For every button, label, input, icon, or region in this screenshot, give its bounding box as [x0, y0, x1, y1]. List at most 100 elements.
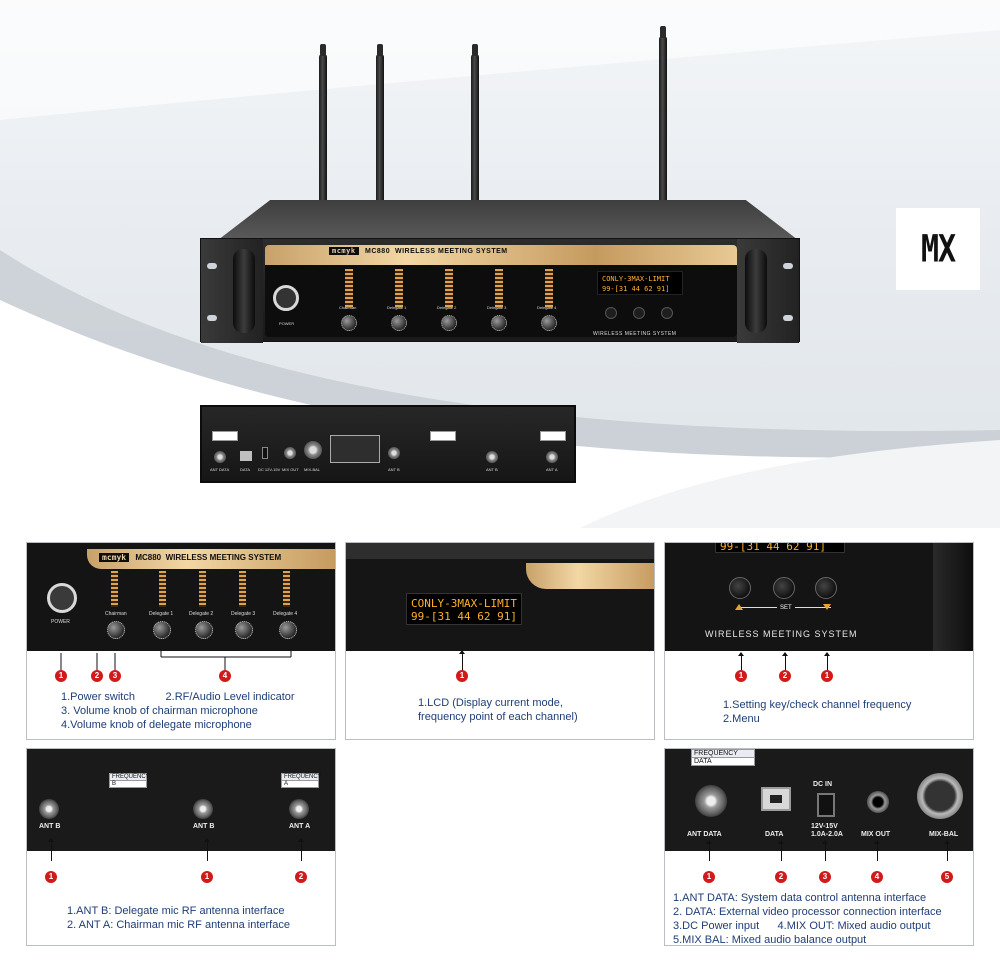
frequency-tag-b: FREQUENCY B: [109, 773, 150, 788]
pointer-line: [874, 840, 880, 861]
handle-right: [745, 249, 767, 333]
volume-knob-delegate-3[interactable]: [491, 315, 507, 331]
marker-1: 1: [703, 871, 715, 883]
caption-line: 3.DC Power input 4.MIX OUT: Mixed audio …: [673, 920, 931, 932]
mix-out-jack: [867, 791, 889, 813]
rear-label: ANT B: [486, 467, 498, 472]
volume-knob-delegate-3[interactable]: [235, 621, 253, 639]
brand-badge: MX: [896, 208, 980, 290]
menu-key[interactable]: [773, 577, 795, 599]
rear-label: DATA: [240, 467, 251, 472]
volume-knob-delegate-2[interactable]: [195, 621, 213, 639]
volume-knob-delegate-2[interactable]: [441, 315, 457, 331]
ant-label: ANT A: [289, 823, 311, 830]
marker-2: 2: [779, 670, 791, 682]
lcd-display: CONLY-3MAX-LIMIT 99-[31 44 62 91]: [597, 271, 683, 295]
dc-label: DC IN: [813, 781, 833, 788]
frequency-value: DATA: [694, 758, 712, 765]
frequency-header: FREQUENCY: [692, 750, 754, 758]
front-controls-photo: mcmyk MC880 WIRELESS MEETING SYSTEM POWE…: [27, 543, 335, 651]
ant-label: ANT B: [193, 823, 215, 830]
rack-ear-left: [201, 239, 263, 343]
setting-key-up[interactable]: [605, 307, 617, 319]
up-arrow-icon: [735, 604, 743, 610]
handle-left: [233, 249, 255, 333]
marker-1: 1: [456, 670, 468, 682]
caption-line: frequency point of each channel): [418, 711, 578, 723]
lcd-display: CONLY-3MAX-LIMIT 99-[31 44 62 91]: [406, 593, 522, 625]
caption-line: 4.Volume knob of delegate microphone: [61, 719, 252, 731]
level-meter: [199, 571, 206, 607]
rack-ear-right: [737, 239, 799, 343]
volume-knob-delegate-4[interactable]: [541, 315, 557, 331]
setting-key-up[interactable]: [729, 577, 751, 599]
dc-rating: 12V-15V 1.0A-2.0A: [811, 823, 843, 838]
front-title: mcmyk MC880 WIRELESS MEETING SYSTEM: [329, 247, 508, 255]
hero-banner: MX mcmyk MC880 WIRELESS MEETING SYSTEM P…: [0, 0, 1000, 528]
channel-label: Chairman: [339, 305, 357, 310]
frequency-tag: [540, 431, 566, 441]
ant-data-connector: [695, 785, 727, 817]
warning-label: [330, 435, 380, 463]
front-footer-caption: WIRELESS MEETING SYSTEM: [593, 331, 677, 337]
power-button[interactable]: [47, 583, 77, 613]
frequency-tag: [212, 431, 238, 441]
level-meter: [283, 571, 290, 607]
volume-knob-chairman[interactable]: [341, 315, 357, 331]
panel-lcd: CONLY-3MAX-LIMIT 99-[31 44 62 91] 1 1.LC…: [345, 542, 655, 740]
pointer-line: [822, 840, 828, 861]
pointer-line: [706, 840, 712, 861]
marker-1: 1: [821, 670, 833, 682]
rear-label: MIX OUT: [282, 467, 299, 472]
power-label: POWER: [279, 321, 295, 326]
power-button[interactable]: [273, 285, 299, 311]
dc-input: [262, 447, 268, 459]
menu-key[interactable]: [633, 307, 645, 319]
volume-knob-delegate-4[interactable]: [279, 621, 297, 639]
caption-line: 2. DATA: External video processor connec…: [673, 906, 942, 918]
volume-knob-delegate-1[interactable]: [391, 315, 407, 331]
dc-input: [817, 793, 835, 817]
model-name: MC880: [365, 248, 391, 255]
antenna-3: [471, 44, 479, 204]
antennas-photo: FREQUENCY B FREQUENCY A ANT B ANT B ANT …: [27, 749, 335, 851]
brand-logo: mcmyk: [329, 247, 359, 255]
model-name: MC880: [135, 553, 162, 562]
pointer-line: [944, 840, 950, 861]
lcd-partial: 99-[31 44 62 91]: [715, 543, 845, 553]
channel-label: Delegate 2: [437, 305, 457, 310]
pointer-line: [48, 838, 54, 861]
panel-front-controls: mcmyk MC880 WIRELESS MEETING SYSTEM POWE…: [26, 542, 336, 740]
mix-bal-xlr: [917, 773, 963, 819]
lcd-line-1: CONLY-3MAX-LIMIT: [602, 275, 670, 283]
io-label: MIX-BAL: [929, 831, 959, 838]
antenna-2: [376, 44, 384, 204]
ant-a-connector: [546, 451, 558, 463]
frequency-header: FREQUENCY: [110, 774, 150, 781]
level-meter: [395, 269, 403, 309]
caption-line: 3. Volume knob of chairman microphone: [61, 705, 258, 717]
marker-2: 2: [775, 871, 787, 883]
level-meter: [495, 269, 503, 309]
io-label: DATA: [765, 831, 784, 838]
mix-out-jack: [284, 447, 296, 459]
volume-knob-chairman[interactable]: [107, 621, 125, 639]
gold-trim: [526, 563, 654, 589]
brand-logo: mcmyk: [99, 553, 130, 562]
lcd-line-1: CONLY-3MAX-LIMIT: [411, 597, 517, 610]
caption-line: 2.Menu: [723, 713, 760, 725]
ant-a-connector: [289, 799, 309, 819]
lcd-line-2: 99-[31 44 62 91]: [602, 285, 670, 293]
gold-trim: [87, 549, 335, 569]
unit-top-cover: [218, 200, 798, 240]
front-title: mcmyk MC880 WIRELESS MEETING SYSTEM: [99, 553, 281, 562]
ant-b-connector: [39, 799, 59, 819]
caption-line: 1.ANT B: Delegate mic RF antenna interfa…: [67, 905, 285, 917]
volume-knob-delegate-1[interactable]: [153, 621, 171, 639]
level-meter: [345, 269, 353, 309]
set-label: SET: [777, 605, 795, 611]
gold-trim: [265, 245, 737, 265]
setting-key-down[interactable]: [661, 307, 673, 319]
frequency-tag: [430, 431, 456, 441]
setting-key-down[interactable]: [815, 577, 837, 599]
